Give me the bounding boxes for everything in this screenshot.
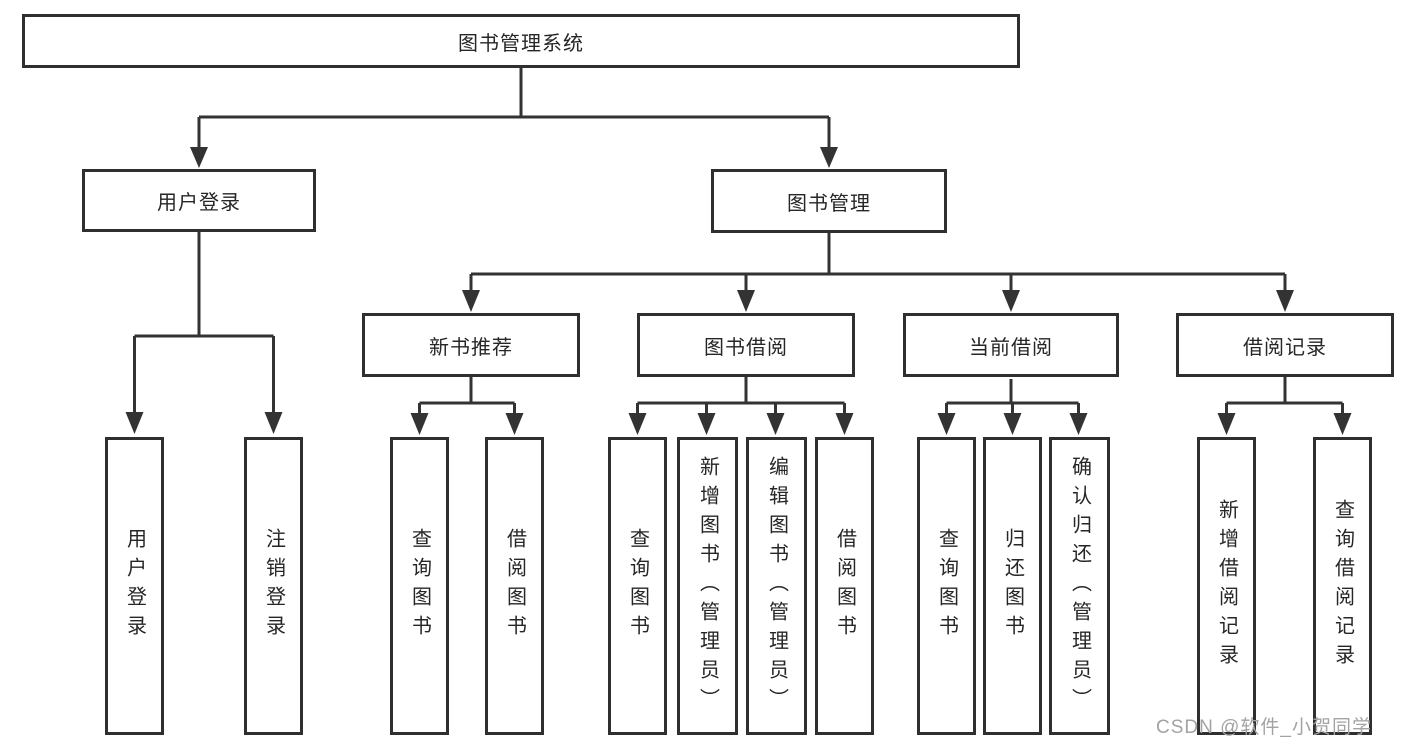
node-leaf-add-books-admin: 新增图书（管理员） [677, 437, 738, 735]
node-leaf-query-books-2: 查询图书 [608, 437, 667, 735]
node-leaf-query-borrow-record: 查询借阅记录 [1313, 437, 1372, 735]
node-leaf-query-books-1: 查询图书 [390, 437, 449, 735]
node-book-borrowing: 图书借阅 [637, 313, 855, 377]
node-new-book-recommend: 新书推荐 [362, 313, 580, 377]
node-leaf-borrow-books-1: 借阅图书 [485, 437, 544, 735]
node-current-borrowing: 当前借阅 [903, 313, 1119, 377]
node-leaf-add-borrow-record-label: 新增借阅记录 [1215, 499, 1238, 673]
node-leaf-borrow-books-2-label: 借阅图书 [833, 528, 856, 644]
node-borrowing-records: 借阅记录 [1176, 313, 1394, 377]
node-leaf-query-books-3-label: 查询图书 [935, 528, 958, 644]
node-root-label: 图书管理系统 [458, 32, 584, 55]
node-leaf-query-books-3: 查询图书 [917, 437, 976, 735]
node-borrowing-records-label: 借阅记录 [1243, 336, 1327, 359]
node-leaf-add-borrow-record: 新增借阅记录 [1197, 437, 1256, 735]
node-leaf-borrow-books-1-label: 借阅图书 [503, 528, 526, 644]
node-user-login-label: 用户登录 [157, 192, 241, 214]
node-leaf-edit-books-admin-label: 编辑图书（管理员） [765, 455, 788, 717]
node-book-borrowing-label: 图书借阅 [704, 336, 788, 359]
csdn-watermark: CSDN @软件_小贺同学 [1156, 717, 1372, 738]
node-user-login: 用户登录 [82, 169, 316, 232]
node-new-book-recommend-label: 新书推荐 [429, 336, 513, 359]
node-leaf-return-books: 归还图书 [983, 437, 1042, 735]
arrowheads [125, 147, 1352, 435]
node-leaf-user-login: 用户登录 [105, 437, 164, 735]
node-book-management: 图书管理 [711, 169, 947, 233]
node-leaf-confirm-return-admin: 确认归还（管理员） [1049, 437, 1110, 735]
node-root-system: 图书管理系统 [22, 14, 1020, 68]
node-leaf-logout: 注销登录 [244, 437, 303, 735]
node-leaf-logout-label: 注销登录 [262, 528, 285, 644]
node-leaf-query-books-1-label: 查询图书 [408, 528, 431, 644]
node-leaf-query-borrow-record-label: 查询借阅记录 [1331, 499, 1354, 673]
node-leaf-user-login-label: 用户登录 [123, 528, 146, 644]
node-leaf-query-books-2-label: 查询图书 [626, 528, 649, 644]
node-current-borrowing-label: 当前借阅 [969, 336, 1053, 359]
node-leaf-borrow-books-2: 借阅图书 [815, 437, 874, 735]
node-leaf-edit-books-admin: 编辑图书（管理员） [746, 437, 807, 735]
node-leaf-add-books-admin-label: 新增图书（管理员） [696, 455, 719, 717]
node-leaf-return-books-label: 归还图书 [1001, 528, 1024, 644]
node-leaf-confirm-return-admin-label: 确认归还（管理员） [1068, 455, 1091, 717]
node-book-management-label: 图书管理 [787, 192, 871, 215]
